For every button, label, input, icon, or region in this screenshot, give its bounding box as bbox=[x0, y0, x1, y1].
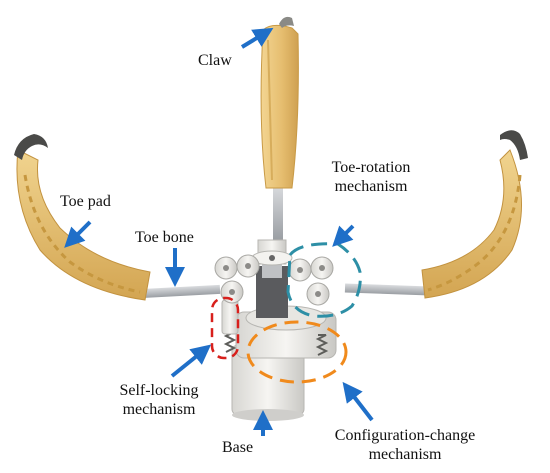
right-toe bbox=[344, 130, 528, 299]
top-toe-pad bbox=[260, 24, 299, 189]
right-claw bbox=[500, 130, 528, 160]
label-toe-bone: Toe bone bbox=[135, 229, 194, 246]
left-toe-pad bbox=[16, 149, 151, 301]
base-bottom bbox=[232, 409, 304, 421]
label-config-change-line2: mechanism bbox=[368, 446, 442, 463]
label-config-change-line1: Configuration-change bbox=[334, 427, 476, 444]
knob-holes bbox=[223, 263, 325, 297]
label-toe-rotation-line1: Toe-rotation bbox=[331, 159, 411, 176]
label-toe-rotation-line2: mechanism bbox=[334, 178, 408, 195]
label-config-change: Configuration-change mechanism bbox=[320, 426, 490, 464]
top-claw bbox=[279, 16, 294, 28]
self-locking-outline bbox=[210, 296, 240, 360]
label-base: Base bbox=[222, 439, 254, 456]
toe-rotation-outline bbox=[286, 242, 362, 318]
top-toe-ridge bbox=[267, 39, 273, 181]
label-self-locking-line2: mechanism bbox=[122, 401, 196, 418]
top-disc-center bbox=[269, 255, 275, 261]
left-toe-segments bbox=[23, 174, 141, 294]
shaft-collar bbox=[262, 262, 282, 278]
label-self-locking: Self-locking mechanism bbox=[104, 381, 214, 419]
top-toe bbox=[260, 16, 299, 240]
label-toe-pad: Toe pad bbox=[60, 193, 111, 210]
label-self-locking-line1: Self-locking bbox=[119, 382, 199, 399]
right-toe-pad bbox=[421, 149, 523, 299]
label-toe-rotation: Toe-rotation mechanism bbox=[316, 158, 426, 196]
arrows bbox=[64, 27, 374, 436]
arrow-config-change bbox=[342, 381, 374, 422]
top-toe-bone bbox=[273, 185, 283, 240]
left-toe-bone bbox=[139, 284, 221, 299]
arrow-claw bbox=[240, 27, 274, 49]
right-toe-segments bbox=[427, 174, 522, 292]
arrow-toe-pad bbox=[64, 220, 92, 248]
left-claw bbox=[14, 134, 48, 160]
left-toe bbox=[14, 134, 221, 301]
label-claw: Claw bbox=[198, 52, 232, 69]
arrow-toe-rotation bbox=[332, 224, 355, 247]
right-toe-bone bbox=[344, 283, 431, 296]
arrow-self-locking bbox=[170, 344, 212, 378]
config-change-outline bbox=[246, 320, 348, 384]
central-mechanism bbox=[214, 239, 337, 421]
